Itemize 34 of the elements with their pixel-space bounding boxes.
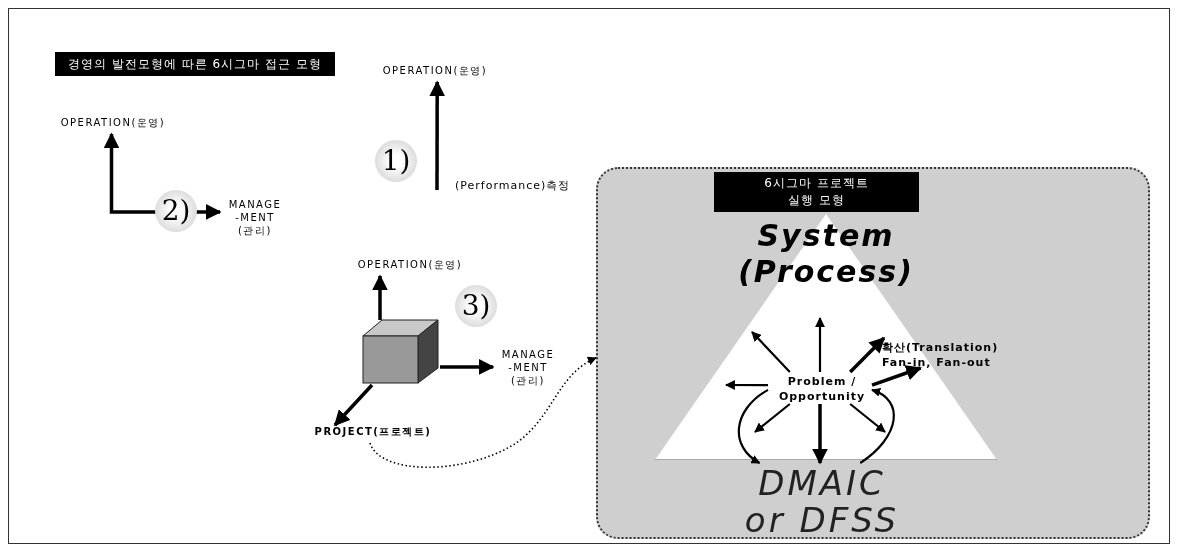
arrow [737, 388, 769, 464]
callout-number: 2) [155, 190, 197, 232]
title-band: 경영의 발전모형에 따른 6시그마 접근 모형 [55, 52, 335, 76]
center-text: Problem / Opportunity [770, 374, 874, 406]
axis-label: OPERATION(운영) [330, 258, 490, 276]
arrow [754, 403, 791, 433]
arrow [333, 383, 374, 427]
axis-label: OPERATION(운영) [38, 116, 188, 134]
arrow [871, 365, 922, 387]
callout-number: 3) [455, 285, 497, 327]
callout-number: 1) [375, 140, 417, 182]
axis-label: PROJECT(프로젝트) [278, 425, 468, 443]
arrow [429, 80, 446, 190]
cube-drawing [360, 318, 440, 385]
axis-label: MANAGE -MENT (관리) [220, 198, 290, 243]
triangle-title: System (Process) [737, 218, 915, 290]
triangle-shape [655, 214, 997, 460]
panel-background [596, 167, 1150, 539]
arrow [848, 336, 886, 374]
arrow [849, 403, 886, 433]
header-band: 6시그마 프로젝트 실행 모형 [714, 172, 919, 212]
arrow [751, 331, 791, 373]
arrow [812, 404, 828, 465]
dotted-arrow [369, 357, 597, 469]
arrow [815, 317, 825, 372]
arrow [859, 388, 895, 464]
arrow [440, 359, 495, 375]
edge-label: (Performance)측정 [455, 178, 571, 193]
arrow [725, 380, 768, 390]
method-text: DMAIC or DFSS [738, 465, 906, 541]
arrow [372, 274, 388, 320]
axis-label: OPERATION(운영) [380, 64, 490, 82]
note-text: 확산(Translation) Fan-in, Fan-out [882, 340, 1017, 370]
axis-label: MANAGE -MENT (관리) [493, 348, 563, 393]
